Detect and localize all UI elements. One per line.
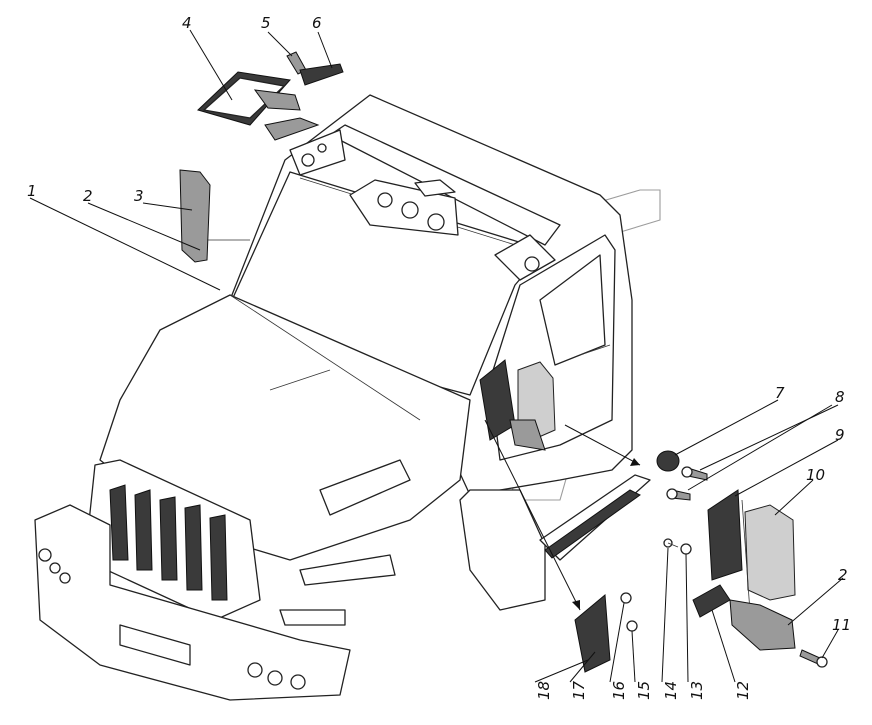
callout-labels: 1 2 3 4 5 6 7 8 9 10 2 11 12 13 14 15 16… [27, 14, 851, 700]
callout-5: 5 [261, 14, 271, 32]
callout-3: 3 [134, 187, 144, 205]
callout-1: 1 [27, 182, 37, 200]
part-14-screw [663, 538, 679, 548]
callout-16: 16 [610, 681, 628, 700]
grille-slats [109, 484, 228, 601]
callout-15: 15 [635, 681, 653, 700]
callout-12: 12 [734, 681, 752, 700]
part-4-roof-mirror [197, 71, 320, 141]
callout-2-right: 2 [838, 566, 848, 584]
part-15-16-fasteners [620, 592, 638, 632]
part-9-10-mirror-right [707, 489, 796, 651]
callout-9: 9 [835, 426, 845, 444]
callout-10: 10 [806, 466, 825, 484]
callout-11: 11 [832, 616, 851, 634]
callout-8: 8 [835, 388, 845, 406]
truck-cab [34, 94, 651, 701]
part-17-18-panel [574, 593, 611, 673]
part-8-bolts [666, 466, 708, 501]
part-13-washer [680, 543, 692, 555]
part-11-bolt [799, 649, 828, 668]
part-3-side-mirror-left [179, 169, 250, 263]
callout-7: 7 [775, 384, 785, 402]
callout-17: 17 [570, 680, 588, 700]
callout-14: 14 [662, 681, 680, 700]
part-12-plate [692, 584, 731, 618]
part-7-cap [656, 450, 680, 472]
callout-4: 4 [182, 14, 192, 32]
leader-lines [29, 29, 844, 683]
callout-6: 6 [312, 14, 322, 32]
leader-arrows [484, 419, 641, 611]
callout-18: 18 [535, 681, 553, 700]
callout-2-left: 2 [83, 187, 93, 205]
callout-13: 13 [688, 681, 706, 700]
part-6-bracket [299, 63, 344, 86]
part-mirror-assembly-door [479, 359, 556, 451]
